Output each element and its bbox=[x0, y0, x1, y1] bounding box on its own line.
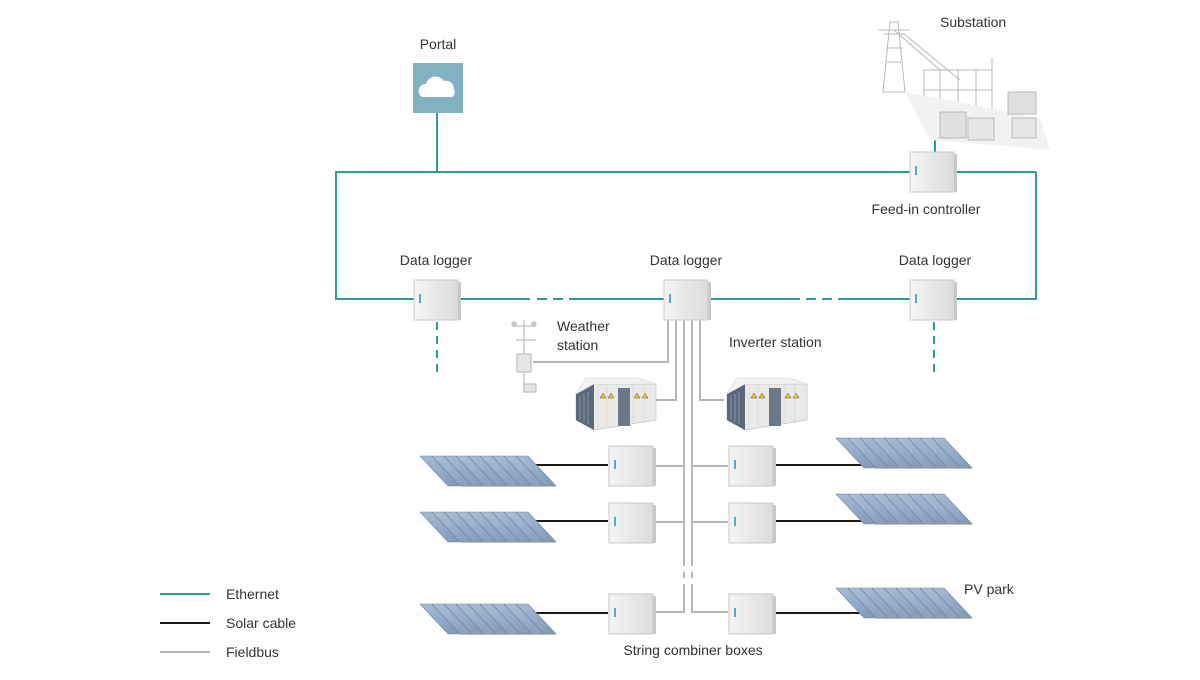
legend-item-ethernet: Ethernet bbox=[160, 579, 296, 608]
cloud-icon bbox=[413, 63, 463, 113]
combiner-box-icon bbox=[728, 445, 777, 487]
inverter-station-right-icon bbox=[726, 377, 808, 431]
data-logger-right-label: Data logger bbox=[898, 252, 972, 268]
data-logger-center-cabinet-icon bbox=[663, 279, 712, 321]
legend-label: Ethernet bbox=[226, 585, 279, 602]
combiner-box-icon bbox=[728, 502, 777, 544]
substation-icon bbox=[878, 21, 1050, 150]
data-logger-right-cabinet-icon bbox=[909, 279, 958, 321]
legend-label: Solar cable bbox=[226, 614, 297, 631]
inverter-station-left-icon bbox=[575, 377, 657, 431]
combiner-box-icon bbox=[608, 502, 657, 544]
solar-panel-array-icon bbox=[835, 493, 973, 525]
feed-in-controller-cabinet-icon bbox=[909, 151, 958, 193]
feed-in-controller-label: Feed-in controller bbox=[871, 201, 981, 217]
data-logger-center-label: Data logger bbox=[649, 252, 723, 268]
weather-station-icon bbox=[511, 320, 537, 393]
solar-panel-array-icon bbox=[419, 455, 557, 487]
data-logger-left-cabinet-icon bbox=[413, 279, 462, 321]
solar-cable-line-swatch bbox=[160, 621, 210, 624]
data-logger-left-label: Data logger bbox=[399, 252, 473, 268]
ethernet-line-swatch bbox=[160, 592, 210, 595]
fieldbus-line-swatch bbox=[160, 650, 210, 653]
substation-label: Substation bbox=[940, 14, 1007, 30]
legend-label: Fieldbus bbox=[226, 643, 279, 660]
solar-cables bbox=[528, 464, 862, 614]
solar-panel-array-icon bbox=[419, 511, 557, 543]
string-combiner-boxes-label: String combiner boxes bbox=[623, 642, 763, 658]
combiner-box-icon bbox=[608, 445, 657, 487]
weather-station-label: Weather station bbox=[557, 318, 610, 353]
solar-panel-array-icon bbox=[419, 603, 557, 635]
combiner-box-icon bbox=[728, 593, 777, 635]
pv-park-label: PV park bbox=[964, 581, 1014, 597]
fieldbus-network bbox=[533, 318, 728, 613]
legend-item-solar-cable: Solar cable bbox=[160, 608, 296, 637]
solar-panel-array-icon bbox=[835, 437, 973, 469]
legend: Ethernet Solar cable Fieldbus bbox=[160, 579, 296, 666]
combiner-box-icon bbox=[608, 593, 657, 635]
legend-item-fieldbus: Fieldbus bbox=[160, 637, 296, 666]
inverter-station-label: Inverter station bbox=[729, 334, 822, 350]
portal-label: Portal bbox=[419, 36, 457, 52]
